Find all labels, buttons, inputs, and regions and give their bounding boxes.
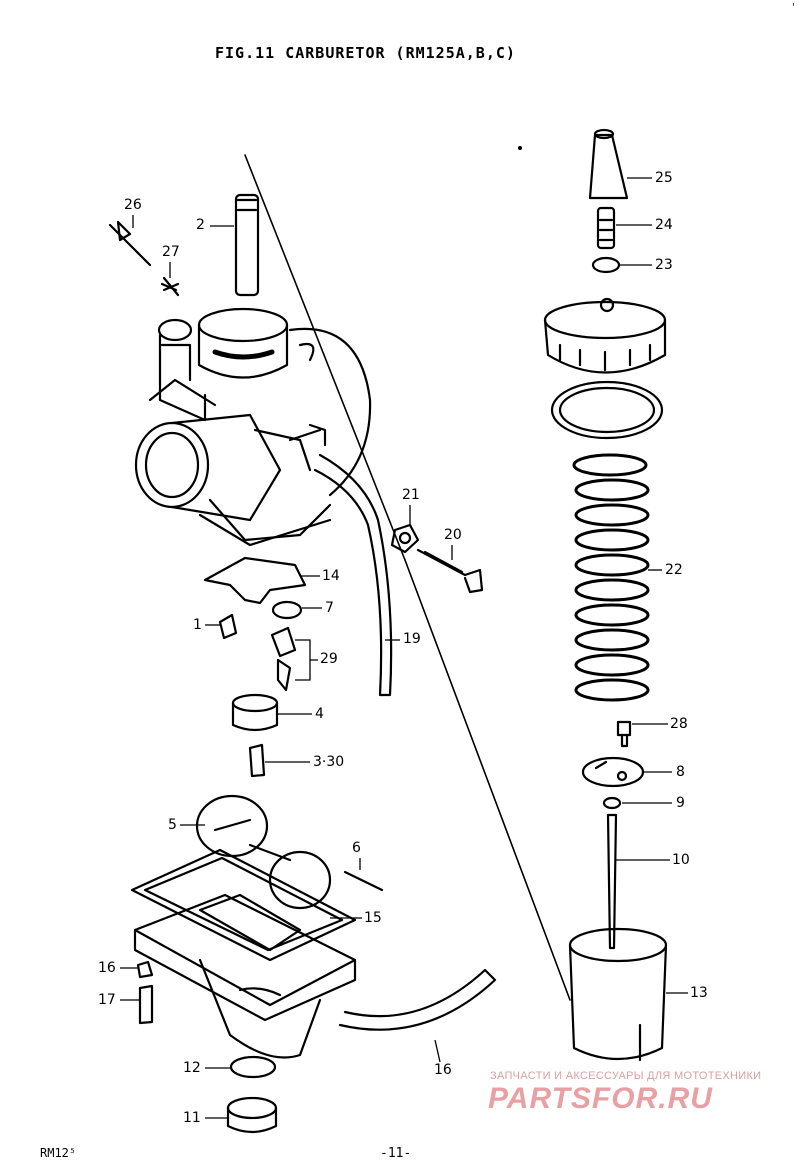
alignment-line-top [244,154,406,561]
carburetor-body [134,193,372,547]
label-4: 4 [315,706,324,722]
label-27: 27 [162,244,180,260]
label-17: 17 [98,992,116,1008]
part-9-clip [602,796,622,810]
footer-model-code: RM12⁵ [40,1146,77,1160]
part-7-ring [271,600,303,620]
part-16-hose [338,968,497,1031]
part-26-screw [108,220,152,267]
part-11-plug [226,1096,278,1134]
label-25: 25 [655,170,673,186]
part-19-tube [313,453,393,697]
carb-top-cap [543,297,667,374]
part-8-plate [581,756,645,788]
label-28: 28 [670,716,688,732]
alignment-line-bottom [404,559,571,1001]
label-20: 20 [444,527,462,543]
part-24-adjuster [596,206,616,250]
speck-dot [518,146,522,150]
label-22: 22 [665,562,683,578]
watermark-logo: PARTSFOR.RU [488,1082,713,1115]
label-9: 9 [676,795,685,811]
part-13-throttle-valve [568,927,668,1062]
float-bowl [133,893,357,1059]
label-1: 1 [193,617,202,633]
part-1-jet [218,613,238,640]
label-6: 6 [352,840,361,856]
part-17-screw [138,984,154,1025]
part-15-gasket [130,848,357,962]
label-14: 14 [322,568,340,584]
label-5: 5 [168,817,177,833]
part-22-spring [572,453,650,702]
label-19: 19 [403,631,421,647]
figure-title: FIG.11 CARBURETOR (RM125A,B,C) [215,44,516,62]
part-12-ring [229,1055,277,1079]
label-2: 2 [196,217,205,233]
part-28-screw [616,720,632,748]
part-21-nut [390,523,420,554]
part-16-screw [136,960,154,979]
label-15: 15 [364,910,382,926]
leader-29 [295,639,318,681]
label-21: 21 [402,487,420,503]
part-23-nut [591,256,621,274]
label-16-left: 16 [98,960,116,976]
footer-page-number: -11- [380,1146,412,1161]
label-16-hose: 16 [434,1062,452,1078]
part-27-spring [160,276,180,297]
corner-mark: ' [792,2,795,13]
watermark-tagline: ЗАПЧАСТИ И АКСЕССУАРЫ ДЛЯ МОТОТЕХНИКИ [490,1070,762,1082]
label-29: 29 [320,651,338,667]
part-29-needle-valve [270,626,297,692]
label-7: 7 [325,600,334,616]
label-10: 10 [672,852,690,868]
o-ring-gasket [550,380,664,440]
part-4-cap [231,693,279,732]
label-26: 26 [124,197,142,213]
label-23: 23 [655,257,673,273]
part-6-pin [343,870,384,892]
leader-16b [434,1039,441,1063]
label-3-30: 3·30 [313,754,345,770]
part-25-cap [588,128,629,200]
label-12: 12 [183,1060,201,1076]
part-14-gasket [203,556,307,605]
label-24: 24 [655,217,673,233]
label-8: 8 [676,764,685,780]
part-20-screw [416,548,484,594]
part-3-jet [248,743,266,778]
part-10-needle [606,813,618,950]
label-13: 13 [690,985,708,1001]
label-11: 11 [183,1110,201,1126]
